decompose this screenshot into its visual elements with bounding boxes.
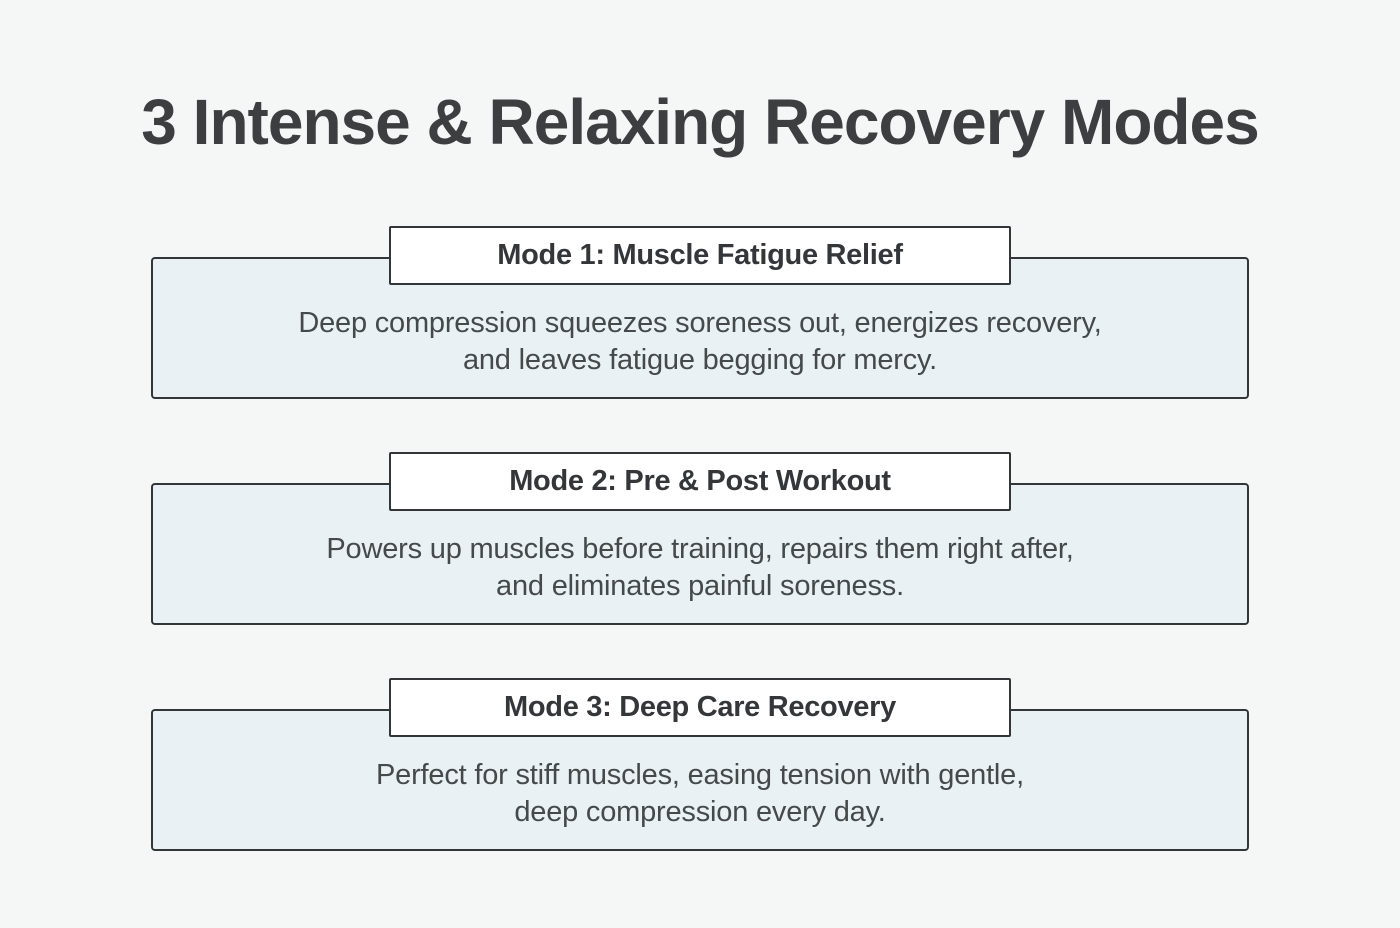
mode-2-description-line-1: Powers up muscles before training, repai… — [326, 533, 1074, 565]
mode-3-description-line-2: deep compression every day. — [514, 796, 886, 828]
mode-2-title: Mode 2: Pre & Post Workout — [509, 465, 891, 497]
mode-2-description-line-2: and eliminates painful soreness. — [496, 570, 904, 602]
mode-3-header-box: Mode 3: Deep Care Recovery — [389, 678, 1011, 737]
mode-2-header-box: Mode 2: Pre & Post Workout — [389, 452, 1011, 511]
mode-1-title: Mode 1: Muscle Fatigue Relief — [497, 239, 903, 271]
mode-1-header-box: Mode 1: Muscle Fatigue Relief — [389, 226, 1011, 285]
page-title: 3 Intense & Relaxing Recovery Modes — [141, 86, 1259, 158]
mode-1-description-line-2: and leaves fatigue begging for mercy. — [462, 344, 938, 376]
mode-3-description-line-1: Perfect for stiff muscles, easing tensio… — [376, 759, 1024, 791]
mode-3-title: Mode 3: Deep Care Recovery — [504, 691, 896, 723]
mode-1-description-line-1: Deep compression squeezes soreness out, … — [298, 307, 1102, 339]
mode-1-section: Mode 1: Muscle Fatigue Relief Deep compr… — [151, 226, 1249, 399]
mode-3-section: Mode 3: Deep Care Recovery Perfect for s… — [151, 678, 1249, 851]
mode-2-section: Mode 2: Pre & Post Workout Powers up mus… — [151, 452, 1249, 625]
